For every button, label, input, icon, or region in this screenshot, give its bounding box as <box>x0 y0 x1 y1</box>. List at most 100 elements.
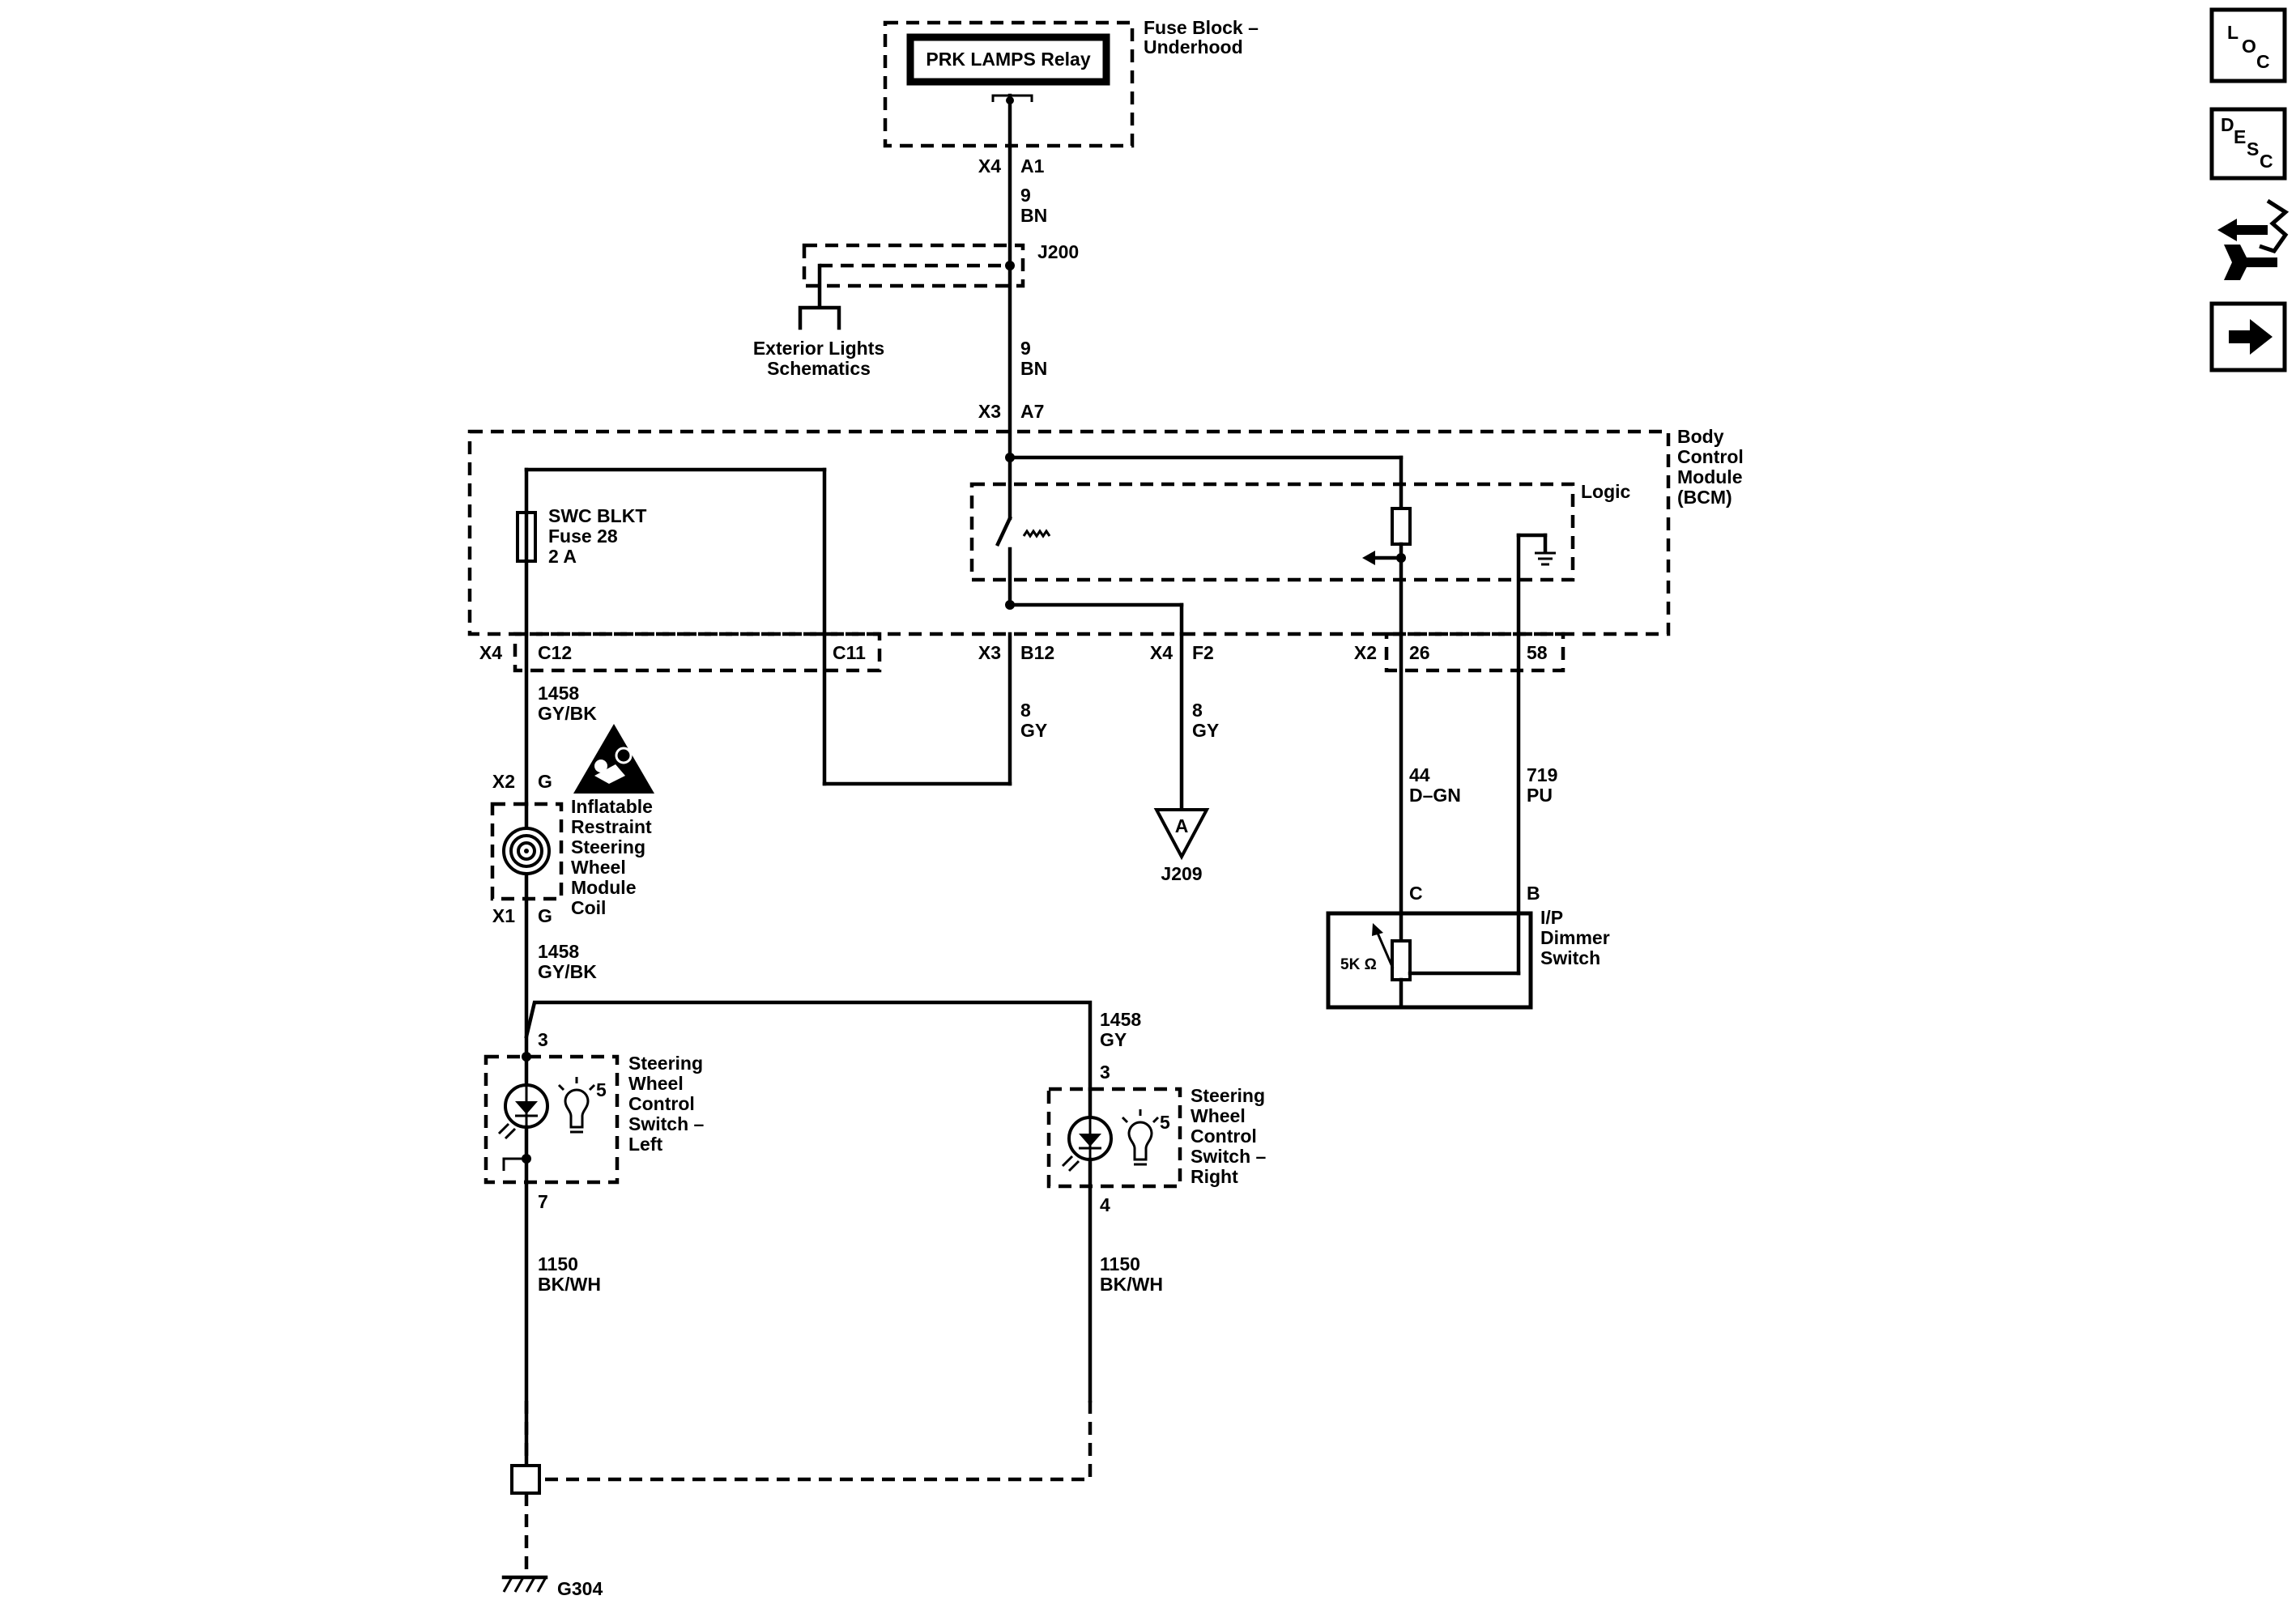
wire-1458-gy-circuit: 1458 <box>1100 1009 1141 1030</box>
swc-right-label-2: Wheel <box>1191 1105 1246 1126</box>
desc-letter-e: E <box>2234 126 2246 147</box>
wire-8-color-a: GY <box>1020 720 1047 741</box>
swc-left-pin-top: 3 <box>538 1029 548 1050</box>
wire-1458-gy-color: GY <box>1100 1029 1127 1050</box>
wire-1458-circuit-b: 1458 <box>538 941 579 962</box>
wire-1458-color-b: GY/BK <box>538 961 597 982</box>
wire-1150-left-color: BK/WH <box>538 1274 601 1295</box>
airbag-warning-icon <box>573 724 654 794</box>
swc-right-label-5: Right <box>1191 1166 1238 1187</box>
coil-label-5: Module <box>571 877 637 898</box>
wire-44-color: D–GN <box>1409 785 1461 806</box>
bcm-pullup-resistor <box>1391 507 1412 546</box>
dimmer-potentiometer <box>1391 939 1412 981</box>
swc-right-pin-top: 3 <box>1100 1062 1110 1083</box>
wire-8-circuit-b: 8 <box>1192 700 1203 721</box>
relay-contact-icon <box>991 94 1033 102</box>
dimmer-pin-b: B <box>1527 883 1540 904</box>
swc-left-bulb-ref: 5 <box>596 1079 607 1100</box>
conn-x4-f2: X4 <box>1150 642 1173 663</box>
splice-j200: J200 Exterior Lights Schematics <box>753 241 1079 379</box>
inflatable-restraint-coil: X2 G Inflatable Restraint Steering Wheel… <box>490 771 653 926</box>
coil-conn-x2: X2 <box>492 771 515 792</box>
swc-switch-right: 3 5 4 Steering Wheel Control Switch – Ri… <box>1046 1062 1267 1403</box>
exterior-lights-ref-icon <box>798 305 841 330</box>
arrow-right-icon <box>2229 319 2273 355</box>
pin-58: 58 <box>1527 642 1548 663</box>
swc-right-bulb-ref: 5 <box>1160 1112 1170 1133</box>
loc-letter-o: O <box>2242 36 2256 57</box>
wire-9-color-mid: BN <box>1020 358 1047 379</box>
conn-x4-left: X4 <box>479 642 502 663</box>
fuse-block-pin-a1: A1 <box>1020 155 1045 177</box>
loc-letter-c: C <box>2256 51 2270 72</box>
desc-letter-s: S <box>2247 138 2259 160</box>
potentiometer-arrow-icon <box>1372 923 1383 936</box>
bcm-conn-x3-top: X3 <box>978 401 1001 422</box>
fuse-block-name-2: Underhood <box>1144 36 1243 57</box>
fuse-block-name-1: Fuse Block – <box>1144 17 1259 38</box>
bcm-outline <box>467 429 1671 636</box>
bcm-input-arrow-icon <box>1362 551 1375 565</box>
description-button[interactable]: D E S C <box>2209 107 2287 181</box>
swc-left-bulb-icon <box>557 1077 596 1134</box>
desc-letter-d: D <box>2221 114 2234 135</box>
dimmer-switch-box <box>1326 911 1533 1010</box>
prk-lamps-relay-label: PRK LAMPS Relay <box>926 49 1090 70</box>
swc-right-pin-bot: 4 <box>1100 1194 1110 1215</box>
wire-9-circuit-top: 9 <box>1020 185 1031 206</box>
location-button[interactable]: L O C <box>2209 7 2287 83</box>
wire-719-circuit: 719 <box>1527 764 1557 785</box>
bcm-pin-a7: A7 <box>1020 401 1044 422</box>
wire-1150-right-color: BK/WH <box>1100 1274 1163 1295</box>
swc-left-pin-bot: 7 <box>538 1191 548 1212</box>
bcm-label-4: (BCM) <box>1677 487 1732 508</box>
wire-44-circuit: 44 <box>1409 764 1430 785</box>
dimmer-resistance: 5K Ω <box>1340 956 1377 973</box>
fuse-block-underhood: PRK LAMPS Relay Fuse Block – Underhood X… <box>883 17 1259 177</box>
pin-26: 26 <box>1409 642 1430 663</box>
conn-x3-b12: X3 <box>978 642 1001 663</box>
coil-conn-x1: X1 <box>492 905 515 926</box>
double-arrow-icon <box>2217 219 2268 241</box>
wire-1458-gy <box>524 1000 1093 1091</box>
ip-dimmer-switch: C B 5K Ω I/P Dimmer Switch <box>1326 883 1610 1010</box>
dimmer-label-2: Dimmer <box>1540 927 1610 948</box>
bcm-connectors: X4 C12 C11 X3 B12 X4 F2 X2 26 58 <box>479 632 1565 673</box>
offpage-connector-a-icon <box>1153 808 1210 861</box>
coil-pin-top: G <box>538 771 552 792</box>
coil-label-3: Steering <box>571 836 645 857</box>
swc-switch-left: 3 5 7 Steering Wheel Control Switch – Le… <box>483 1029 705 1468</box>
pin-b12: B12 <box>1020 642 1054 663</box>
coil-label-1: Inflatable <box>571 796 653 817</box>
offpage-ref-j209: J209 <box>1161 863 1202 884</box>
exterior-lights-label-1: Exterior Lights <box>753 338 884 359</box>
prk-lamps-relay-box <box>906 33 1110 86</box>
body-control-module: Body Control Module (BCM) Logic <box>467 426 1744 636</box>
desc-letter-c: C <box>2260 151 2273 172</box>
swc-right-label-1: Steering <box>1191 1085 1265 1106</box>
wire-8-circuit-a: 8 <box>1020 700 1031 721</box>
coil-label-2: Restraint <box>571 816 652 837</box>
pwm-driver-icon <box>1022 529 1051 538</box>
splice-j200-dot <box>1005 261 1015 270</box>
dimmer-label-3: Switch <box>1540 947 1600 968</box>
wire-1458-color-a: GY/BK <box>538 703 597 724</box>
connector-outline-icon <box>2259 198 2290 253</box>
ground-g304-label: G304 <box>557 1578 603 1599</box>
swc-fuse-label-1: SWC BLKT <box>548 505 646 526</box>
diagnostic-tools-button[interactable] <box>2217 198 2290 280</box>
swc-left-label-3: Control <box>628 1093 695 1114</box>
bcm-label-1: Body <box>1677 426 1724 447</box>
swc-fuse-label-2: Fuse 28 <box>548 526 618 547</box>
coil-pin-bot: G <box>538 905 552 926</box>
next-page-button[interactable] <box>2209 301 2287 372</box>
swc-fuse-label-3: 2 A <box>548 546 577 567</box>
dimmer-label-1: I/P <box>1540 907 1563 928</box>
swc-left-outline <box>483 1054 620 1185</box>
ground-splice-block <box>510 1464 541 1495</box>
splice-j200-outline <box>802 243 1025 288</box>
wire-1150-right-circuit: 1150 <box>1100 1253 1140 1274</box>
